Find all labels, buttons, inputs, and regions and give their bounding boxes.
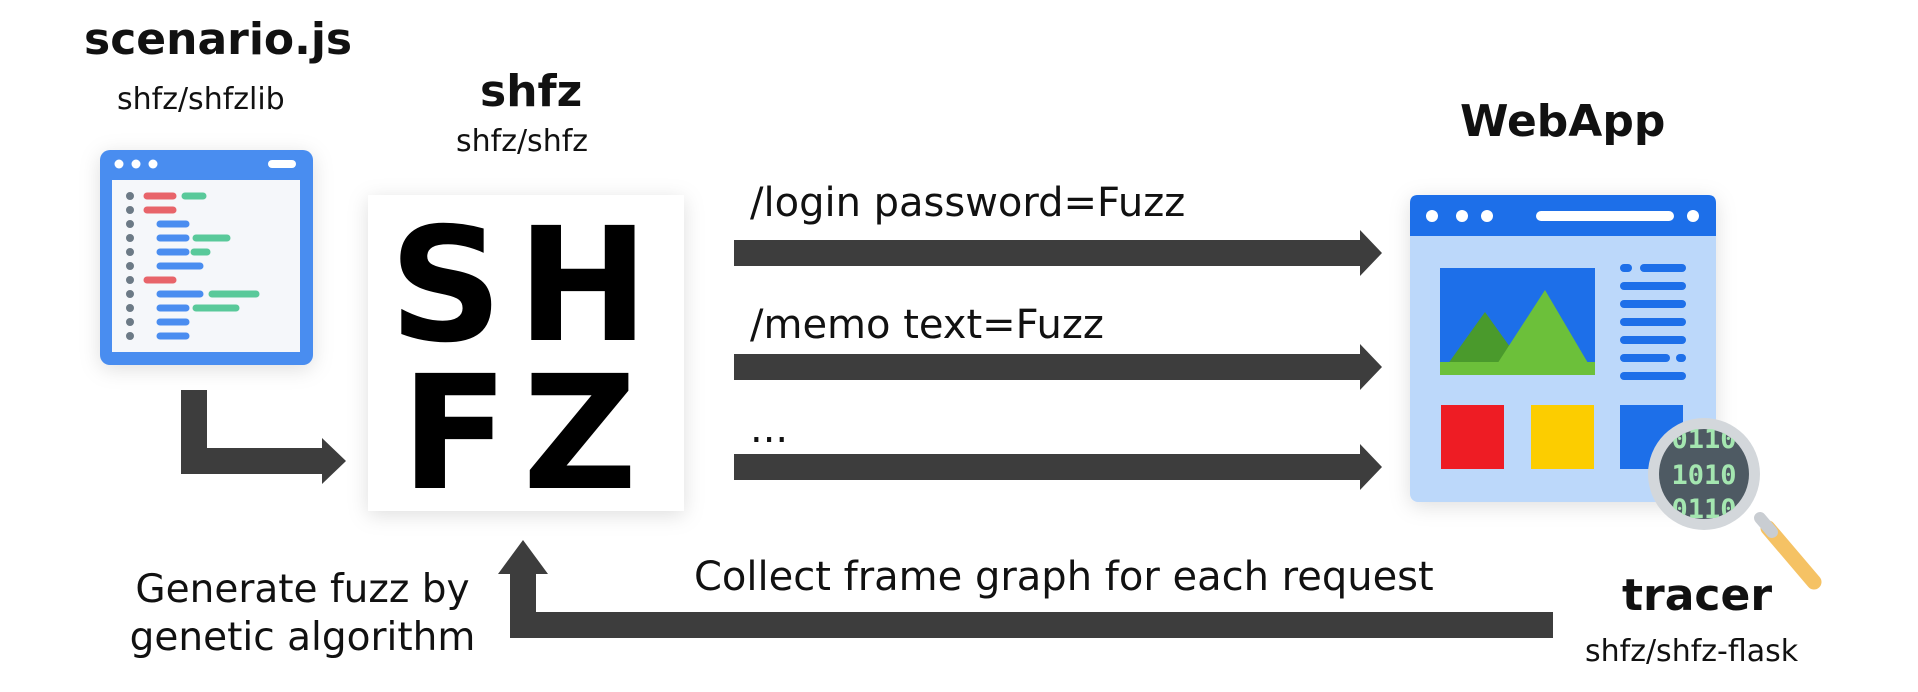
scenario-path: shfz/shfzlib (117, 82, 285, 117)
request-label-login: /login password=Fuzz (750, 180, 1186, 226)
magnifier-icon: 0110 1010 0110 (1648, 418, 1822, 590)
arrow-request-login (734, 230, 1382, 276)
image-placeholder-icon (1440, 268, 1595, 375)
arrow-request-memo (734, 344, 1382, 390)
code-editor-icon (100, 150, 313, 365)
request-label-more: ... (750, 406, 789, 452)
generate-label: Generate fuzz by genetic algorithm (129, 567, 476, 660)
arrow-scenario-to-shfz (181, 390, 346, 484)
arrow-feedback (498, 540, 1553, 638)
shfz-logo-top: SH (389, 194, 663, 378)
shfz-logo-bottom: FZ (401, 342, 652, 526)
shfz-logo: SH FZ (368, 194, 684, 526)
webapp-icon (1410, 195, 1716, 502)
collect-label: Collect frame graph for each request (694, 554, 1434, 600)
arrow-request-more (734, 444, 1382, 490)
request-label-memo: /memo text=Fuzz (750, 302, 1104, 348)
webapp-title: WebApp (1460, 96, 1666, 147)
tracer-path: shfz/shfz-flask (1585, 634, 1799, 669)
tracer-title: tracer (1622, 570, 1773, 621)
magnifier-digits-2: 1010 (1671, 460, 1736, 491)
scenario-title: scenario.js (84, 14, 353, 65)
shfz-path: shfz/shfz (456, 124, 589, 159)
shfz-title: shfz (480, 66, 583, 117)
